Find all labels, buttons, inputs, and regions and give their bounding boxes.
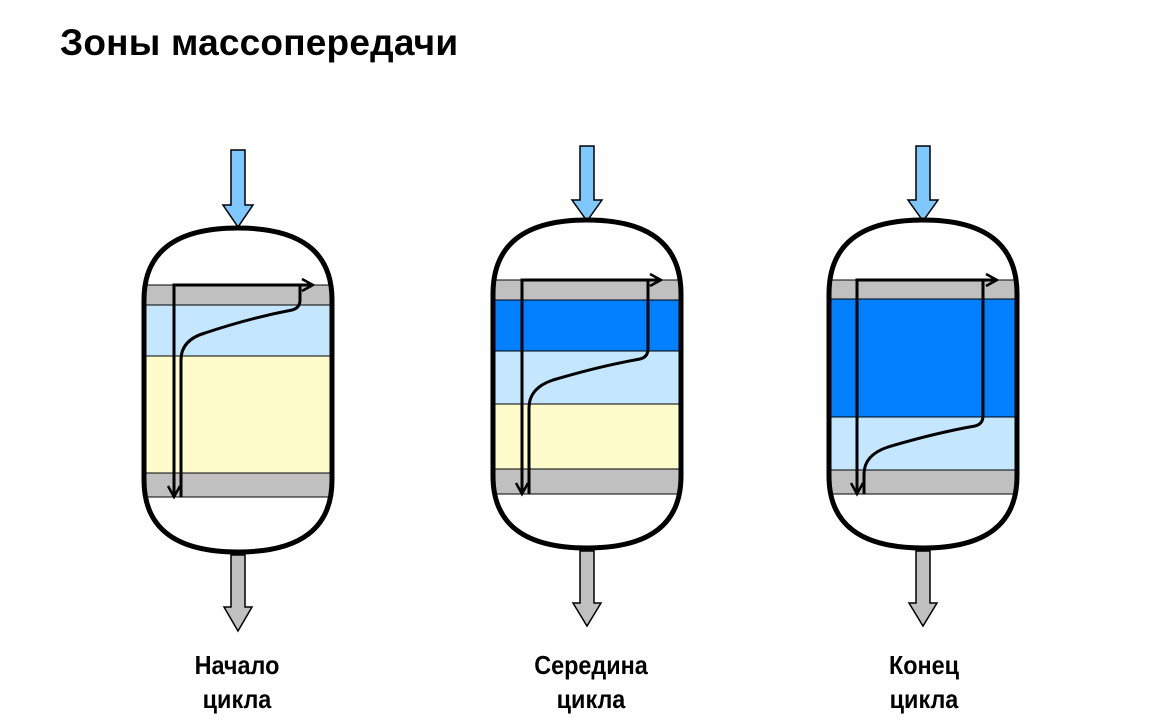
caption-line2: цикла — [889, 684, 959, 714]
vessel-start-of-cycle — [141, 149, 335, 633]
vessel-middle-of-cycle — [490, 145, 684, 628]
arrow-head-icon — [166, 485, 182, 500]
caption-line1: Начало — [194, 650, 280, 680]
caption-line2: цикла — [202, 684, 272, 714]
arrow-head-icon — [514, 482, 530, 497]
vessel-end-of-cycle — [826, 145, 1020, 628]
caption-line1: Середина — [534, 650, 648, 680]
arrow-head-icon — [649, 272, 664, 288]
outlet-arrow-icon — [571, 550, 603, 628]
mass-transfer-zone — [144, 305, 332, 356]
exhausted-resin-zone — [829, 299, 1017, 417]
caption-line1: Конец — [888, 650, 960, 680]
vessel-shell — [826, 217, 1020, 551]
caption-end-of-cycle: Конец цикла — [834, 648, 1014, 716]
caption-start-of-cycle: Начало цикла — [147, 648, 327, 716]
caption-middle-of-cycle: Середина цикла — [501, 648, 681, 716]
mass-transfer-zone — [493, 351, 681, 404]
support-layer-top — [829, 280, 1017, 299]
support-layer-top — [493, 280, 681, 300]
arrow-head-icon — [301, 277, 316, 293]
caption-line2: цикла — [556, 684, 626, 714]
concentration-profile — [172, 283, 310, 497]
arrow-head-icon — [985, 272, 1000, 288]
support-layer-bottom — [144, 473, 332, 497]
inlet-arrow-icon — [221, 149, 255, 229]
concentration-profile — [520, 278, 658, 494]
vessel-shell — [490, 217, 684, 551]
exhausted-resin-zone — [493, 300, 681, 351]
vessel-shell — [141, 225, 335, 555]
support-layer-top — [144, 285, 332, 305]
outlet-arrow-icon — [907, 550, 939, 628]
concentration-profile — [855, 278, 994, 494]
fresh-resin-zone — [493, 404, 681, 469]
arrow-head-icon — [849, 482, 865, 497]
fresh-resin-zone — [144, 356, 332, 473]
mass-transfer-zone — [829, 417, 1017, 470]
page-title: Зоны массопередачи — [60, 22, 459, 63]
inlet-arrow-icon — [570, 145, 604, 223]
outlet-arrow-icon — [222, 554, 254, 633]
inlet-arrow-icon — [906, 145, 940, 223]
